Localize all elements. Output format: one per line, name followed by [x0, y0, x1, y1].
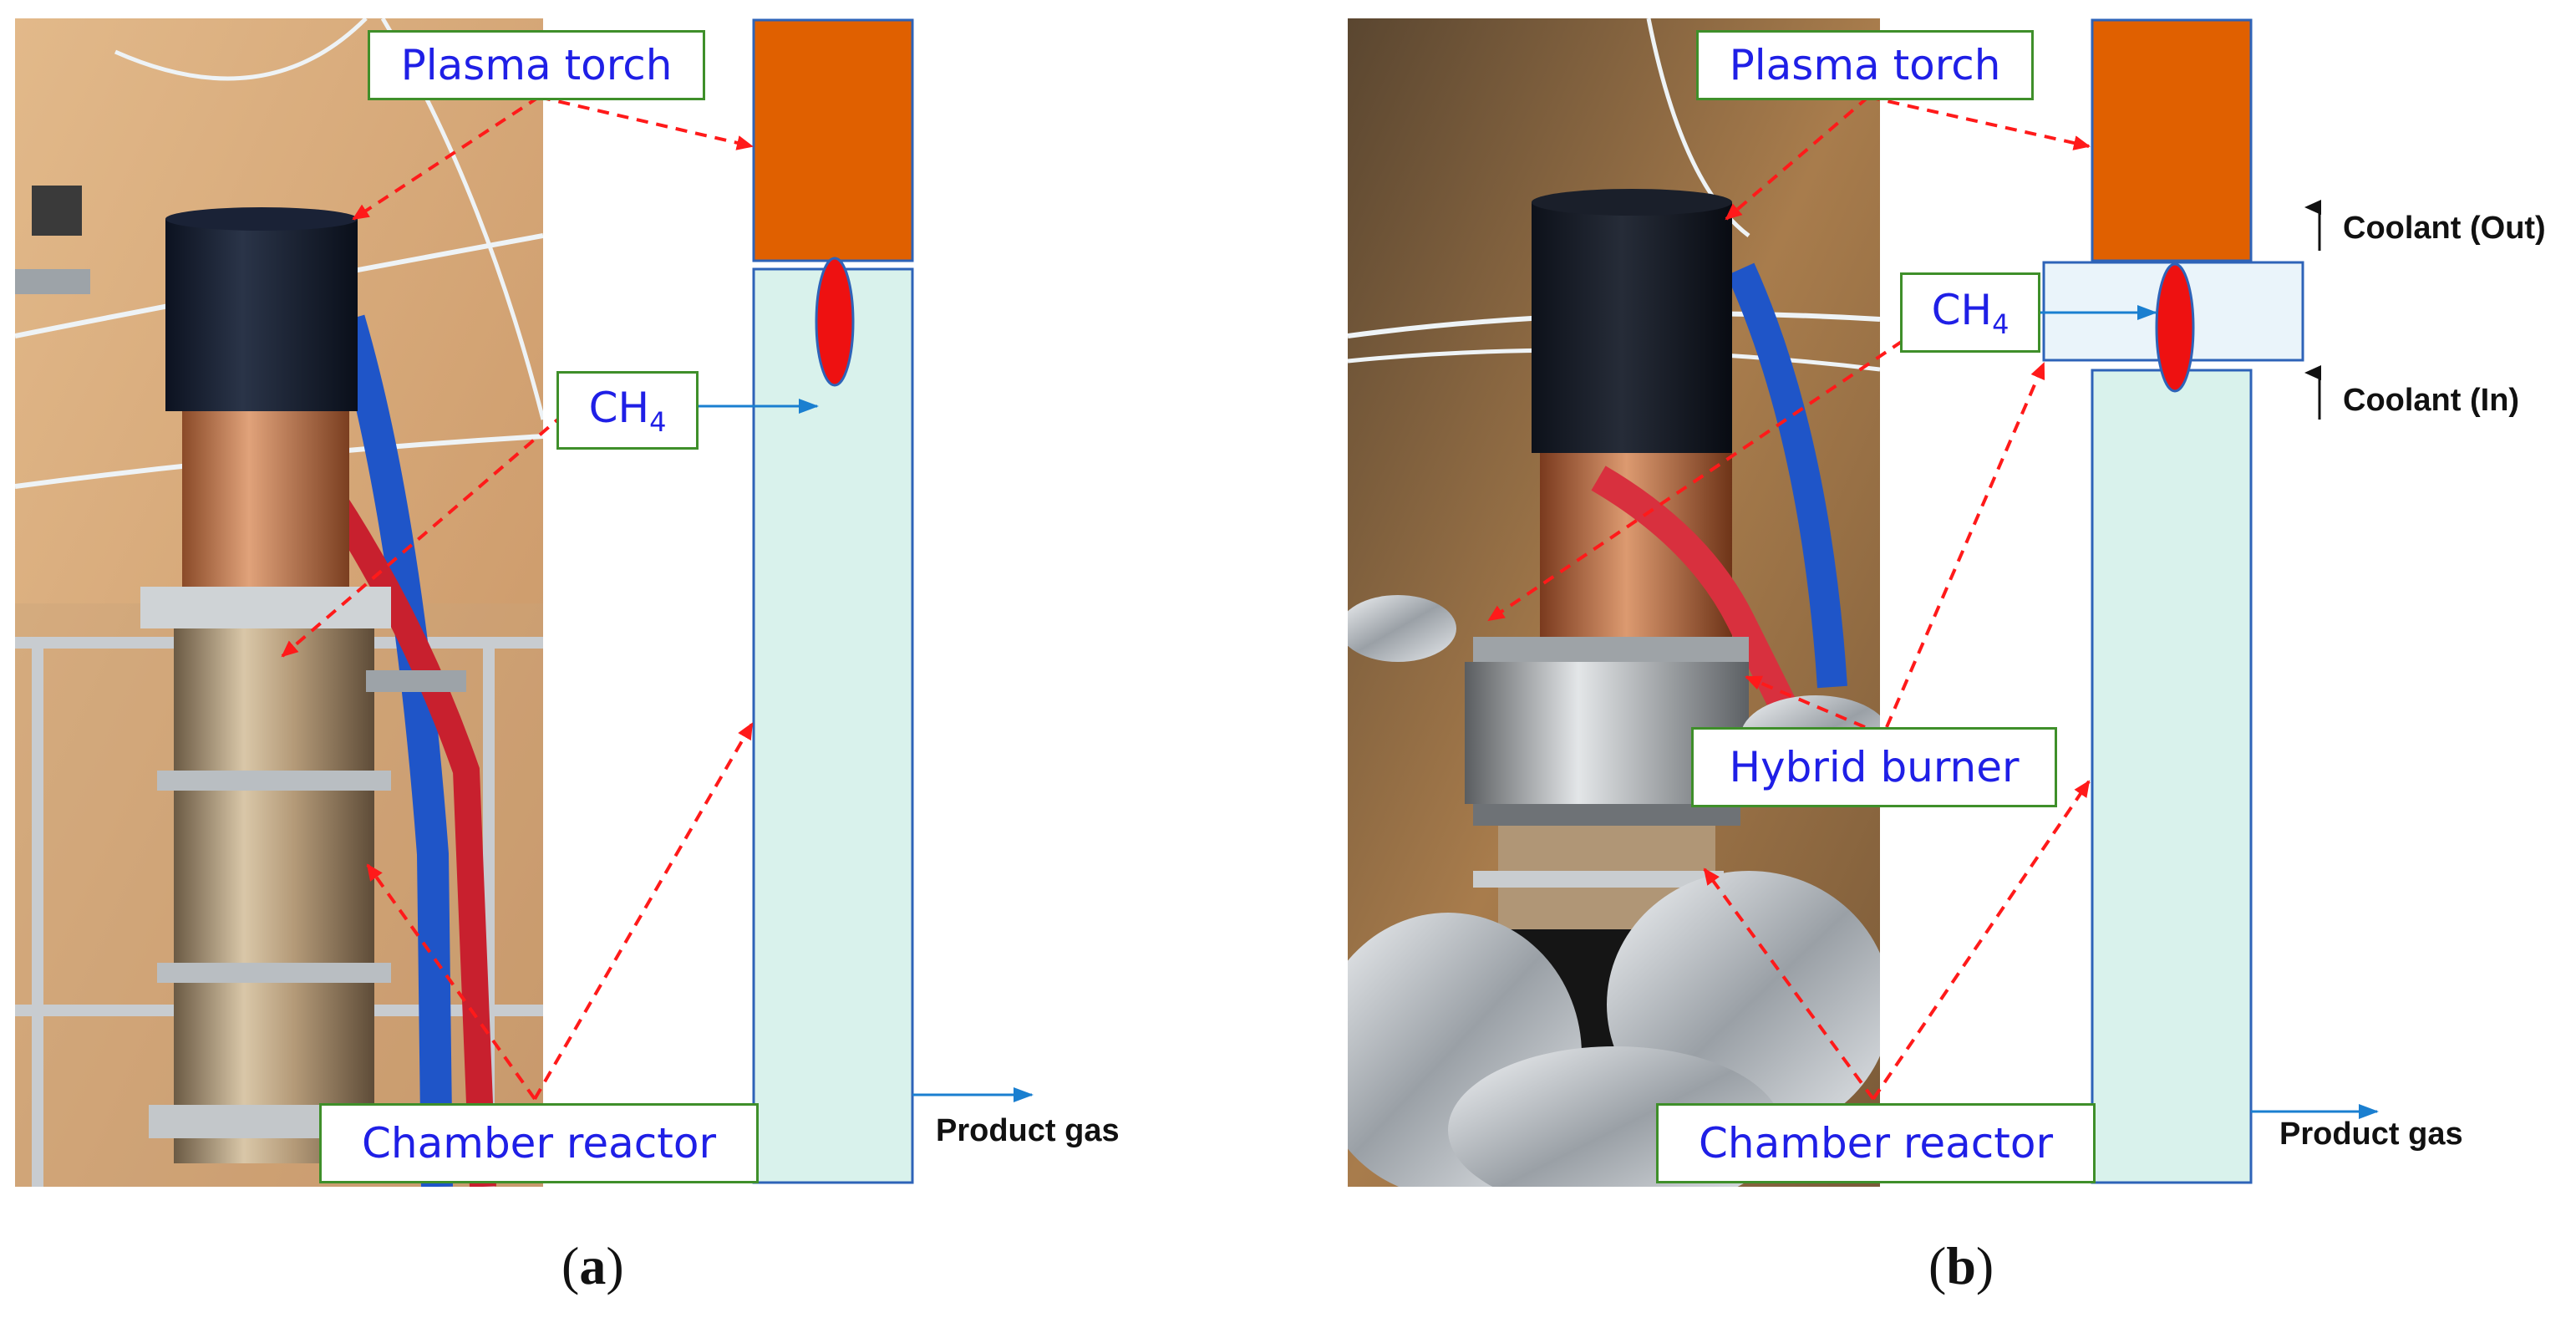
torch-block-a	[752, 18, 914, 262]
ch4-formula: CH4	[1932, 286, 2009, 340]
ch4-subscript: 4	[649, 405, 667, 438]
photo-a	[15, 18, 543, 1187]
ch4-prefix: CH	[588, 383, 650, 432]
ch4-prefix: CH	[1931, 285, 1993, 334]
label-text: Chamber reactor	[1699, 1119, 2053, 1168]
caption-b: (b)	[1928, 1236, 1994, 1295]
label-chamber-reactor-a: Chamber reactor	[319, 1103, 759, 1183]
pointer-lines-a	[281, 95, 754, 1101]
label-text: Plasma torch	[1729, 41, 2001, 89]
label-chamber-reactor-b: Chamber reactor	[1656, 1103, 2096, 1183]
ch4-formula: CH4	[589, 384, 667, 438]
caption-a: (a)	[561, 1236, 624, 1295]
torch-block-b	[2091, 18, 2253, 262]
label-text: Plasma torch	[400, 41, 673, 89]
label-hybrid-burner: Hybrid burner	[1691, 727, 2057, 807]
product-gas-text-b: Product gas	[2279, 1117, 2463, 1152]
photo-a-drawing	[15, 18, 543, 1187]
photo-b-drawing	[1348, 18, 1880, 1187]
label-plasma-torch-a: Plasma torch	[368, 30, 705, 100]
coolant-out-text: Coolant (Out)	[2343, 211, 2546, 246]
label-text: Hybrid burner	[1729, 743, 2020, 791]
coolant-in-text: Coolant (In)	[2343, 383, 2520, 418]
label-text: Chamber reactor	[362, 1119, 716, 1168]
flame-a	[815, 257, 855, 387]
reactor-column-b	[2091, 369, 2253, 1184]
label-plasma-torch-b: Plasma torch	[1696, 30, 2034, 100]
label-ch4-b: CH4	[1900, 272, 2040, 353]
product-gas-text-a: Product gas	[936, 1113, 1120, 1148]
ch4-subscript: 4	[1992, 308, 2009, 340]
pointer-lines-b	[1487, 95, 2091, 1101]
label-ch4-a: CH4	[556, 371, 699, 450]
flame-b	[2155, 262, 2195, 393]
photo-b	[1348, 18, 1880, 1187]
